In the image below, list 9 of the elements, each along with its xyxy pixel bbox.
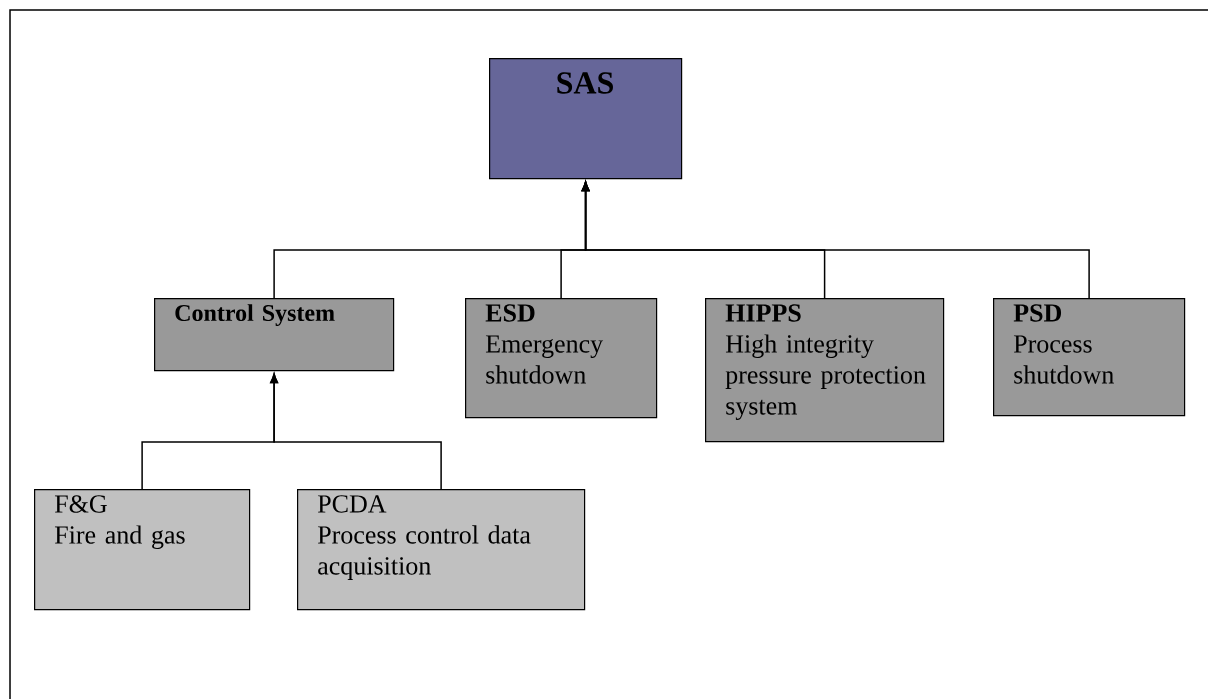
process-box: Control System [154, 298, 395, 372]
process-box: ESD Emergency shutdown [465, 298, 658, 419]
connector-arrow [581, 181, 1090, 299]
process-box: PCDA Process control data acquisition [297, 489, 586, 611]
process-box: SAS [489, 58, 683, 180]
connector-arrow [270, 373, 442, 490]
process-box: HIPPS High integrity pressure protection system [705, 298, 945, 443]
process-box: F&G Fire and gas [34, 489, 251, 611]
process-box: PSD Process shutdown [993, 298, 1186, 417]
